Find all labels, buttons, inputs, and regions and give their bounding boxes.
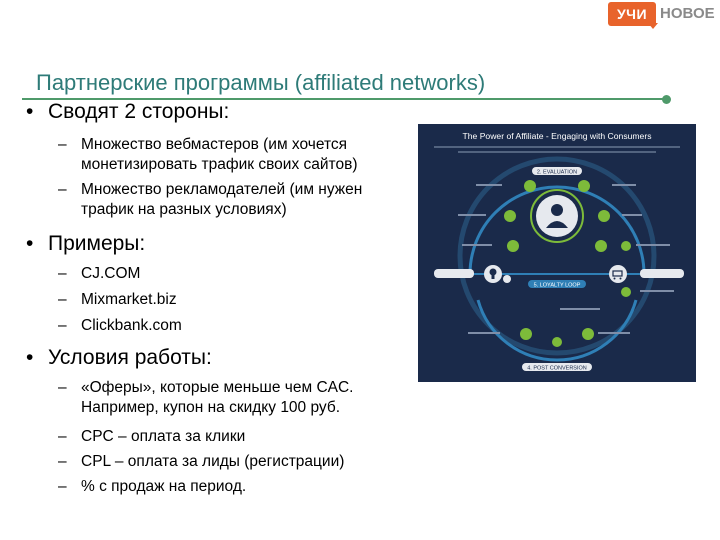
- sub-item: –Mixmarket.biz: [58, 290, 358, 310]
- infographic-title: The Power of Affiliate - Engaging with C…: [463, 131, 652, 141]
- node-icon: [524, 180, 536, 192]
- stage-pill-loyalty: [528, 280, 586, 288]
- outer-ring: [457, 156, 657, 356]
- bullet-heading: Сводят 2 стороны:: [48, 100, 230, 123]
- affiliate-infographic: The Power of Affiliate - Engaging with C…: [418, 124, 696, 382]
- sub-item-text: CPL – оплата за лиды (регистрации): [81, 453, 345, 470]
- node-captions: [458, 184, 674, 334]
- brand-logo: УЧИ НОВОЕ: [608, 2, 720, 29]
- node-icon: [507, 240, 519, 252]
- title-underline: [22, 98, 666, 100]
- sub-item: –«Оферы», которые меньше чем CAC. Наприм…: [58, 378, 403, 418]
- stage-label-post-conversion: 4. POST CONVERSION: [527, 366, 587, 372]
- logo-text: НОВОЕ: [660, 5, 715, 22]
- sub-item: –% с продаж на период.: [58, 477, 403, 497]
- stage-label-loyalty: 5. LOYALTY LOOP: [534, 283, 581, 289]
- sub-item-text: Множество рекламодателей (им нужен трафи…: [81, 181, 363, 218]
- gear-icon: [503, 275, 511, 283]
- infographic-fine-print: [434, 146, 680, 153]
- title-underline-dot: [662, 95, 671, 104]
- cart-icon: [609, 265, 627, 283]
- node-icon: [552, 337, 562, 347]
- node-icon: [504, 210, 516, 222]
- sub-item-text: Mixmarket.biz: [81, 291, 177, 308]
- sub-item-text: % с продаж на период.: [81, 478, 247, 495]
- sub-item: –Clickbank.com: [58, 316, 358, 336]
- bullet-heading: Примеры:: [48, 232, 146, 255]
- bullet-mark: •: [26, 232, 34, 255]
- sub-item: –Множество рекламодателей (им нужен траф…: [58, 180, 410, 220]
- node-icon: [520, 328, 532, 340]
- stage-pill-left: [434, 269, 474, 278]
- bullet-terms: • Условия работы:: [26, 346, 212, 370]
- node-icon: [621, 287, 631, 297]
- person-head-icon: [551, 204, 563, 216]
- slide-title: Партнерские программы (affiliated networ…: [36, 70, 486, 95]
- sub-item-text: «Оферы», которые меньше чем CAC. Наприме…: [81, 379, 354, 416]
- node-icon: [578, 180, 590, 192]
- node-icon: [598, 210, 610, 222]
- node-icon: [621, 241, 631, 251]
- sub-item-text: Множество вебмастеров (им хочется монети…: [81, 136, 358, 173]
- bullet-mark: •: [26, 100, 34, 123]
- center-ring: [530, 189, 584, 243]
- green-nodes: [504, 180, 631, 347]
- bullet-heading: Условия работы:: [48, 346, 212, 369]
- node-icon: [582, 328, 594, 340]
- sub-item-text: CPC – оплата за клики: [81, 428, 246, 445]
- stage-pill-right: [640, 269, 684, 278]
- bullet-mark: •: [26, 346, 34, 369]
- bottom-arc: [476, 299, 638, 362]
- sub-item-text: Clickbank.com: [81, 317, 182, 334]
- sub-item-text: CJ.COM: [81, 265, 141, 282]
- stage-label-evaluation: 2. EVALUATION: [537, 170, 577, 176]
- sub-item: –CPL – оплата за лиды (регистрации): [58, 452, 403, 472]
- sub-item: –CPC – оплата за клики: [58, 427, 403, 447]
- logo-badge-tail: [648, 23, 658, 29]
- top-arc: [468, 185, 646, 275]
- sub-item: –CJ.COM: [58, 264, 358, 284]
- logo-badge: УЧИ: [608, 2, 656, 26]
- person-body-icon: [546, 221, 568, 228]
- stage-pill-evaluation: [532, 167, 582, 175]
- stage-pill-post-conversion: [522, 363, 592, 371]
- bullet-examples: • Примеры:: [26, 232, 145, 256]
- bullet-sides: • Сводят 2 стороны:: [26, 100, 229, 124]
- node-icon: [595, 240, 607, 252]
- sub-item: –Множество вебмастеров (им хочется монет…: [58, 135, 410, 175]
